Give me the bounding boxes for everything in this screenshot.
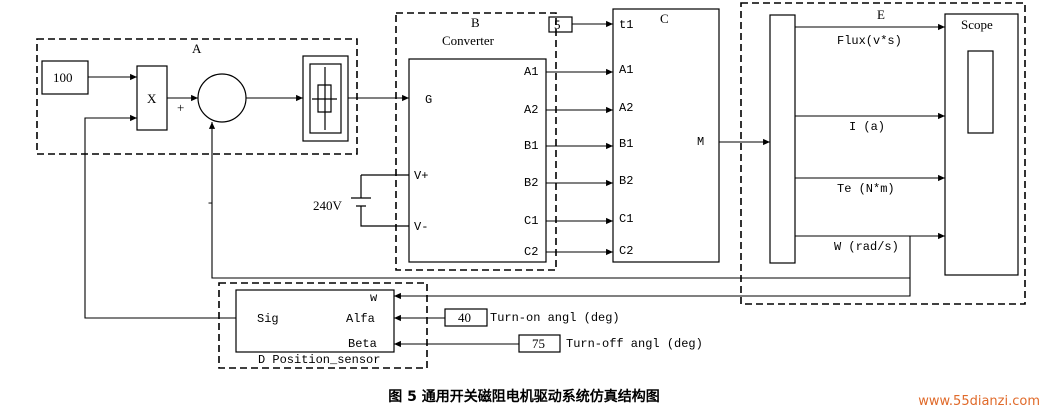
scope-block[interactable] [944,13,1019,276]
conv-port-b2: B2 [524,176,539,190]
constant-100-value: 100 [53,70,73,85]
mux-block[interactable] [769,14,796,264]
relay-inner [309,63,342,134]
signal-flux-label: Flux(v*s) [837,34,902,48]
battery-source [351,174,409,227]
minus-sign: - [208,194,213,209]
port-vminus: V- [414,220,429,234]
group-a-label: A [192,41,202,56]
motor-port-b2: B2 [619,174,634,188]
sensor-port-beta: Beta [348,337,377,351]
conv-port-c1: C1 [524,214,539,228]
group-a-box [36,38,358,155]
motor-port-c1: C1 [619,212,634,226]
group-d-box [218,282,428,369]
signal-current-label: I (a) [849,120,886,134]
turn-on-label: Turn-on angl (deg) [490,311,620,325]
figure-caption: 图 5 通用开关磁阻电机驱动系统仿真结构图 [388,389,660,405]
constant-75-value: 75 [532,336,545,351]
signal-speed-label: W (rad/s) [834,240,899,254]
motor-block[interactable] [612,8,720,263]
sensor-port-alfa: Alfa [346,312,375,326]
group-b-title: Converter [442,33,494,48]
conv-port-b1: B1 [524,139,539,153]
motor-port-a2: A2 [619,101,634,115]
conv-port-a1: A1 [524,65,539,79]
signal-torque-label: Te (N*m) [837,182,895,196]
converter-block[interactable] [408,58,547,263]
conv-port-c2: C2 [524,245,539,259]
motor-port-t1: t1 [619,18,634,32]
scope-screen [967,50,994,134]
hysteresis-icon [312,67,337,130]
sum-block[interactable] [197,73,247,123]
voltage-source-label: 240V [313,198,342,213]
constant-5-block[interactable] [548,16,573,33]
motor-port-c2: C2 [619,244,634,258]
group-e-label: E [877,7,885,22]
motor-port-m: M [697,135,705,149]
motor-port-a1: A1 [619,63,634,77]
group-c-label: C [660,11,669,26]
wire-speed-to-sensor [394,236,911,300]
wire-speed-feedback [208,122,910,279]
watermark: www.55dianzi.com [918,394,1040,409]
port-g: G [425,93,433,107]
conv-port-a2: A2 [524,103,539,117]
scope-title: Scope [961,17,993,32]
sensor-port-w: w [370,291,378,305]
group-b-label: B [471,15,480,30]
multiply-symbol: X [147,91,157,106]
port-vplus: V+ [414,169,429,183]
group-d-label: D Position_sensor [258,353,381,367]
group-e-box [740,2,1026,305]
constant-40-value: 40 [458,310,471,325]
motor-port-b1: B1 [619,137,634,151]
turn-off-label: Turn-off angl (deg) [566,337,703,351]
plus-sign: + [177,100,185,115]
group-b-box [395,12,557,271]
constant-5-value: 5 [554,17,561,32]
sensor-port-sig: Sig [257,312,279,326]
wire-sig-to-mult [84,114,236,319]
